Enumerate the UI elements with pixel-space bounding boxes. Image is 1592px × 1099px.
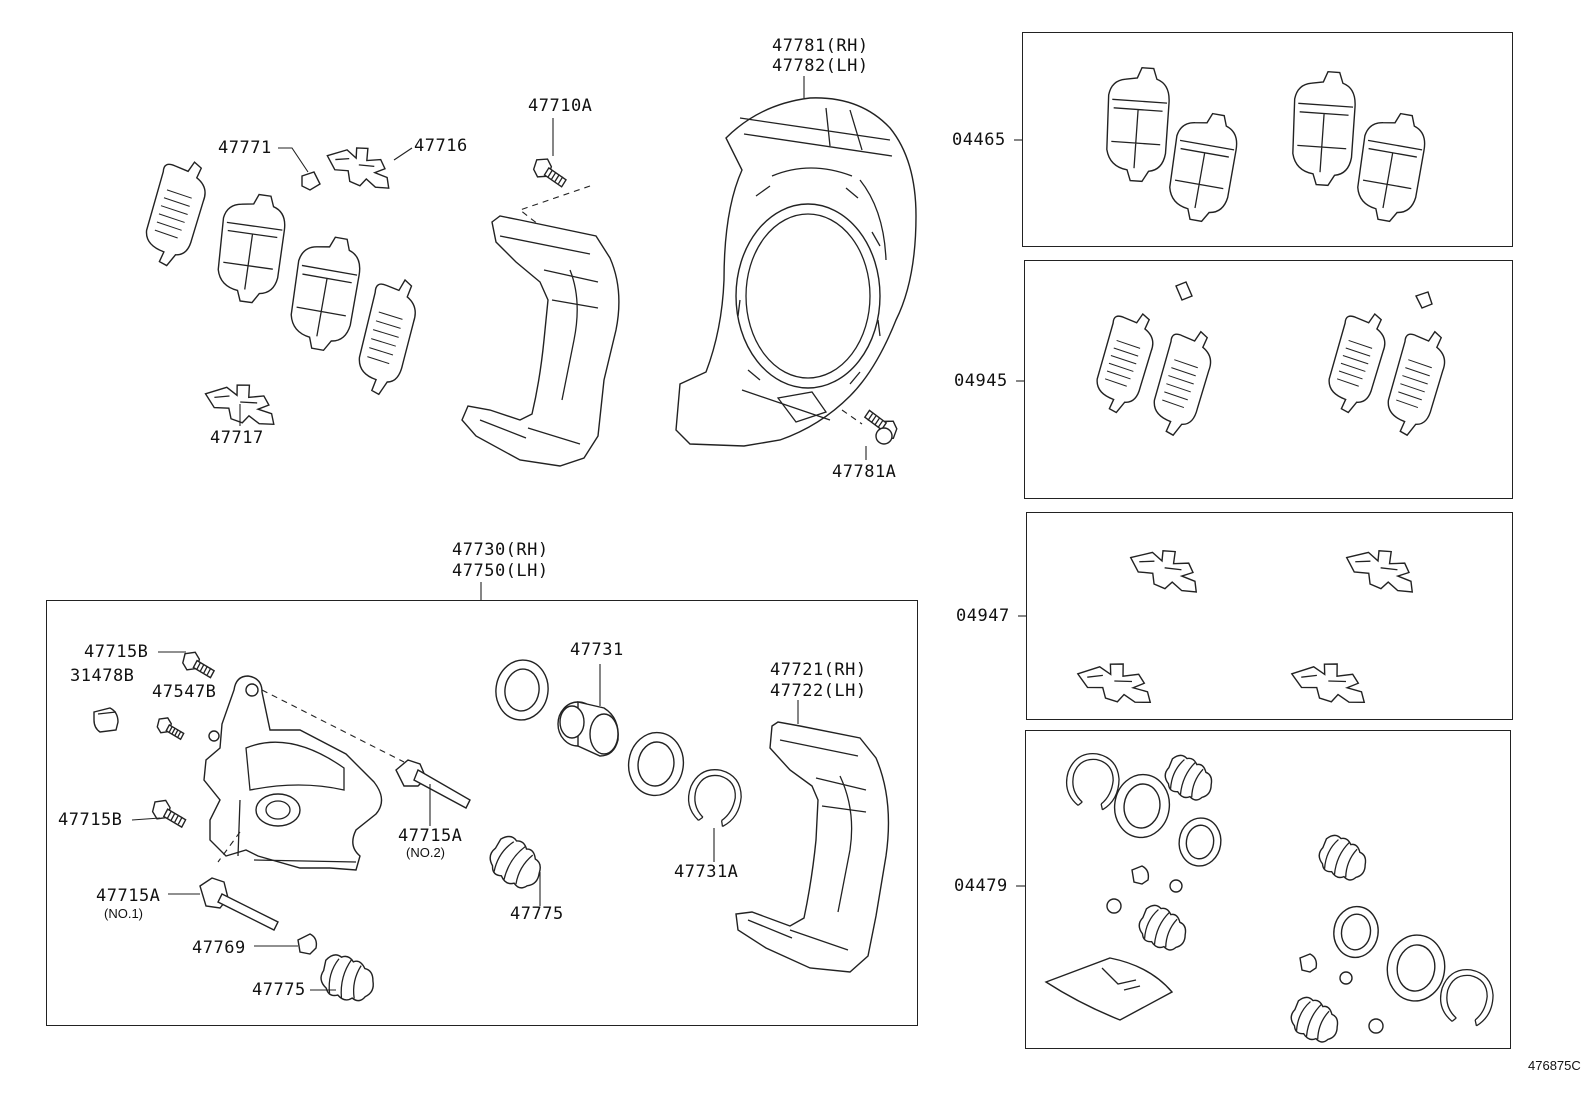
label-47715B-top: 47715B — [84, 642, 149, 662]
label-47722-lh: 47722(LH) — [770, 681, 867, 701]
label-04465: 04465 — [952, 130, 1006, 150]
kit-box-04465 — [1022, 32, 1513, 247]
kit-04479-boot-3 — [1133, 901, 1194, 957]
caliper-mounting-bracket-upper — [462, 216, 619, 466]
label-31478B: 31478B — [70, 666, 135, 686]
kit-04947-clip-4 — [1286, 657, 1373, 708]
pad-support-clip-lower — [199, 377, 284, 430]
kit-04479-seal-4 — [1382, 930, 1450, 1006]
mounting-bolt-illustration — [530, 155, 572, 189]
kit-box-04945 — [1024, 260, 1513, 499]
label-47721-rh: 47721(RH) — [770, 660, 867, 680]
label-47715B-mid: 47715B — [58, 810, 123, 830]
kit-04947-clip-1 — [1122, 541, 1209, 597]
label-04945: 04945 — [954, 371, 1008, 391]
bleeder-plug-illustration — [155, 715, 187, 741]
piston-illustration — [558, 702, 618, 756]
kit-04465-pad-4 — [1350, 107, 1431, 226]
bleeder-bolt-lower — [149, 797, 190, 829]
kit-04947-clip-3 — [1072, 657, 1159, 708]
label-47731: 47731 — [570, 640, 624, 660]
label-04479: 04479 — [954, 876, 1008, 896]
wear-indicator-illustration — [302, 172, 320, 190]
inner-pad-illustration — [283, 230, 366, 355]
set-ring-illustration — [683, 764, 746, 830]
pad-support-clip-upper — [320, 139, 399, 193]
inner-shim-illustration — [351, 273, 423, 400]
caliper-assembly-box — [46, 600, 918, 1026]
label-04947: 04947 — [956, 606, 1010, 626]
kit-04479-ring-1 — [1063, 750, 1123, 812]
label-47731A: 47731A — [674, 862, 739, 882]
kit-04479-small-4 — [1369, 1019, 1383, 1033]
label-47547B: 47547B — [152, 682, 217, 702]
label-47710A: 47710A — [528, 96, 593, 116]
kit-04479-small-2 — [1170, 880, 1182, 892]
guide-pin-no1-illustration — [200, 878, 278, 930]
kit-04945-shim-2 — [1146, 324, 1219, 441]
kit-04479-cap-1 — [1132, 866, 1148, 884]
kit-04479-seal-3 — [1329, 903, 1383, 961]
kit-04479-small-3 — [1340, 972, 1352, 984]
kit-04945-indicator-2 — [1416, 292, 1432, 308]
kit-04947-clip-2 — [1338, 541, 1425, 597]
label-47769: 47769 — [192, 938, 246, 958]
kit-04479-small-1 — [1107, 899, 1121, 913]
label-47715A-no1: 47715A — [96, 886, 161, 906]
kit-04479-boot-2 — [1313, 831, 1374, 887]
outer-pad-illustration — [211, 189, 290, 307]
label-47717: 47717 — [210, 428, 264, 448]
label-47782-lh: 47782(LH) — [772, 56, 869, 76]
label-47716: 47716 — [414, 136, 468, 156]
label-47730-rh: 47730(RH) — [452, 540, 549, 560]
caliper-body-illustration — [204, 676, 382, 870]
guide-pin-boot-lower — [316, 951, 379, 1006]
figure-id: 476875C — [1528, 1058, 1581, 1073]
kit-04945-shim-4 — [1380, 324, 1453, 441]
label-47750-lh: 47750(LH) — [452, 561, 549, 581]
disc-dust-cover-illustration — [676, 98, 916, 446]
label-no1: (NO.1) — [104, 906, 143, 921]
label-no2: (NO.2) — [406, 845, 445, 860]
kit-04479-ring-2 — [1437, 966, 1497, 1028]
kit-04479-seal-1 — [1109, 770, 1175, 842]
kit-04479-seal-2 — [1175, 814, 1225, 870]
piston-dust-seal-illustration — [623, 728, 689, 800]
label-47781A: 47781A — [832, 462, 897, 482]
kit-box-04947 — [1026, 512, 1513, 720]
guide-pin-no2-illustration — [396, 760, 470, 808]
kit-04465-pad-3 — [1288, 68, 1359, 188]
kit-box-04479 — [1025, 730, 1511, 1049]
kit-04479-grease-packet — [1046, 958, 1172, 1020]
kit-04465-pad-1 — [1102, 64, 1173, 184]
label-47771: 47771 — [218, 138, 272, 158]
guide-pin-bushing-illustration — [298, 934, 316, 954]
outer-shim-illustration — [138, 154, 213, 272]
label-47775-bottom: 47775 — [252, 980, 306, 1000]
bleeder-bolt-upper — [180, 649, 219, 679]
label-47775-mid: 47775 — [510, 904, 564, 924]
kit-04465-pad-2 — [1162, 107, 1243, 226]
label-47715A-no2: 47715A — [398, 826, 463, 846]
caliper-mounting-bracket-lower — [736, 722, 888, 972]
kit-04479-boot-4 — [1285, 993, 1346, 1049]
label-47781-rh: 47781(RH) — [772, 36, 869, 56]
kit-04945-shim-3 — [1321, 306, 1393, 418]
kit-04945-indicator-1 — [1176, 282, 1192, 300]
piston-seal-ring-illustration — [491, 655, 553, 725]
kit-04945-shim-1 — [1089, 306, 1161, 418]
kit-04479-cap-2 — [1300, 954, 1316, 972]
